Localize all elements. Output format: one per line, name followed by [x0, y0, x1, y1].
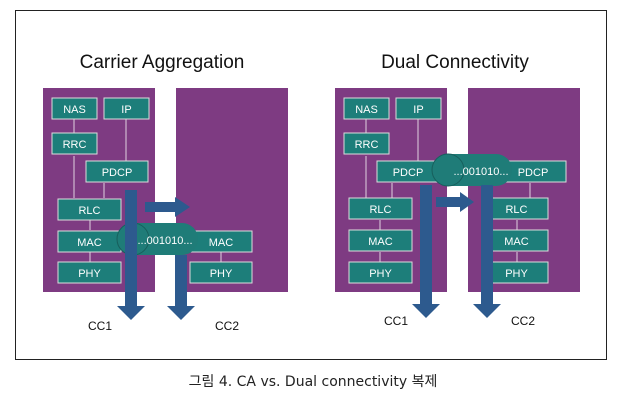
dc-diagram: Dual Connectivity NAS IP RRC [335, 52, 580, 328]
dc-rlc-label: RLC [369, 204, 391, 216]
ca-rrc-label: RRC [63, 139, 87, 151]
dc-mac2-label: MAC [504, 236, 529, 248]
dc-pill-label: ...001010... [453, 166, 508, 178]
ca-cc2-arrow [167, 255, 195, 320]
dc-phy-label: PHY [369, 268, 392, 280]
dc-block-phy2: PHY [484, 261, 549, 284]
ca-block-rlc: RLC [57, 198, 122, 221]
ca-phy2-label: PHY [210, 268, 233, 280]
dc-nas-label: NAS [355, 104, 378, 116]
dc-cc1-arrow [412, 185, 440, 318]
ca-block-mac: MAC [57, 230, 122, 253]
ca-block-phy2: PHY [189, 261, 253, 284]
ca-cc2-label: CC2 [215, 319, 239, 333]
dc-cc1-label: CC1 [384, 314, 408, 328]
ca-rlc-label: RLC [78, 205, 100, 217]
ca-split-arrow [145, 197, 190, 217]
dc-block-pdcp2: PDCP [499, 160, 567, 183]
dc-mac-label: MAC [368, 236, 393, 248]
dc-pdcp-label: PDCP [393, 167, 424, 179]
ca-title: Carrier Aggregation [80, 52, 245, 73]
ca-cc1-arrow [117, 190, 145, 320]
dc-phy2-label: PHY [505, 268, 528, 280]
dc-block-nas: NAS [343, 97, 390, 120]
figure-frame [15, 10, 607, 360]
dc-rlc2-label: RLC [505, 204, 527, 216]
ca-phy-label: PHY [78, 268, 101, 280]
dc-block-rlc: RLC [348, 197, 413, 220]
dc-block-mac2: MAC [484, 229, 549, 252]
dc-rrc-label: RRC [355, 139, 379, 151]
ca-nas-label: NAS [63, 104, 86, 116]
dc-block-pdcp: PDCP [376, 160, 440, 183]
dc-title: Dual Connectivity [381, 52, 529, 73]
ca-panel-right [176, 88, 288, 292]
ca-cc1-label: CC1 [88, 319, 112, 333]
dc-ip-label: IP [413, 104, 423, 116]
dc-split-arrow [436, 192, 474, 212]
dc-data-pill: ...001010... [431, 153, 512, 187]
dc-pdcp2-label: PDCP [518, 167, 549, 179]
ca-mac-label: MAC [77, 237, 102, 249]
ca-pill-label: ...001010... [137, 235, 192, 247]
dc-block-phy: PHY [348, 261, 413, 284]
ca-block-mac2: MAC [189, 230, 253, 253]
dc-block-mac: MAC [348, 229, 413, 252]
dc-block-rrc: RRC [343, 132, 390, 155]
ca-block-pdcp: PDCP [85, 160, 149, 183]
dc-cc2-arrow [473, 185, 501, 318]
dc-block-rlc2: RLC [484, 197, 549, 220]
ca-ip-label: IP [121, 104, 131, 116]
ca-block-phy: PHY [57, 261, 122, 284]
ca-pdcp-label: PDCP [102, 167, 133, 179]
dc-cc2-label: CC2 [511, 314, 535, 328]
figure-caption: 그림 4. CA vs. Dual connectivity 복제 [188, 374, 438, 390]
ca-block-rrc: RRC [51, 132, 98, 155]
ca-diagram: Carrier Aggregation NAS IP RRC PDCP [43, 52, 288, 333]
ca-connectors [73, 119, 222, 262]
dc-block-ip: IP [395, 97, 442, 120]
ca-block-ip: IP [103, 97, 150, 120]
dc-connectors [365, 119, 531, 262]
ca-mac2-label: MAC [209, 237, 234, 249]
ca-block-nas: NAS [51, 97, 98, 120]
